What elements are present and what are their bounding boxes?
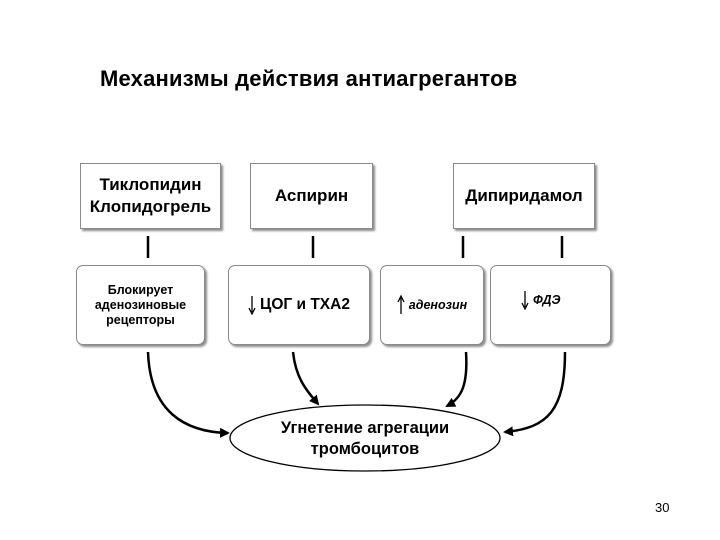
arrow-adp-to-result: [146, 351, 230, 438]
mechanism-pde-group: ФДЭ: [521, 290, 560, 310]
result-line2: тромбоцитов: [310, 440, 420, 458]
mechanism-cox-group: ЦОГ и ТХА2: [248, 295, 350, 315]
result-ellipse: [229, 404, 501, 472]
up-arrow-icon: [397, 295, 405, 314]
mechanism-adp-line1: Блокирует: [107, 282, 174, 297]
drug-box-dipyridamole: Дипиридамол: [453, 163, 595, 229]
down-arrow-icon: [521, 291, 529, 310]
mechanism-box-pde: ФДЭ: [490, 265, 611, 345]
result-line1: Угнетение агрегации: [280, 419, 450, 437]
mechanism-adp-line2: аденозиновые: [94, 297, 187, 312]
arrow-adenosine-to-result: [445, 351, 468, 408]
drug-aspirin-label: Аспирин: [274, 186, 349, 205]
drug-clopidogrel-label: Клопидогрель: [89, 197, 212, 216]
mechanism-box-adenosine: аденозин: [380, 265, 484, 345]
slide-title: Механизмы действия антиагрегантов: [100, 66, 518, 91]
mechanism-box-cox: ЦОГ и ТХА2: [228, 265, 370, 345]
drug-box-aspirin: Аспирин: [250, 163, 373, 229]
mechanism-box-adp: Блокирует аденозиновые рецепторы: [76, 265, 205, 345]
page-number: 30: [655, 500, 670, 515]
arrow-pde-to-result: [503, 351, 567, 437]
mechanism-adp-line3: рецепторы: [106, 312, 175, 327]
mechanism-adenosine-group: аденозин: [397, 295, 467, 315]
mechanism-adenosine-label: аденозин: [408, 298, 468, 312]
arrow-cox-to-result: [291, 351, 320, 406]
drug-dipyridamole-label: Дипиридамол: [465, 186, 583, 205]
drug-ticlopidine-label: Тиклопидин: [99, 175, 202, 194]
result-text: Угнетение агрегации тромбоцитов: [230, 408, 500, 470]
mechanism-cox-label: ЦОГ и ТХА2: [260, 296, 350, 313]
drug-box-ticlopidine: Тиклопидин Клопидогрель: [80, 163, 221, 229]
down-arrow-icon: [248, 296, 256, 315]
mechanism-pde-label: ФДЭ: [533, 293, 561, 307]
